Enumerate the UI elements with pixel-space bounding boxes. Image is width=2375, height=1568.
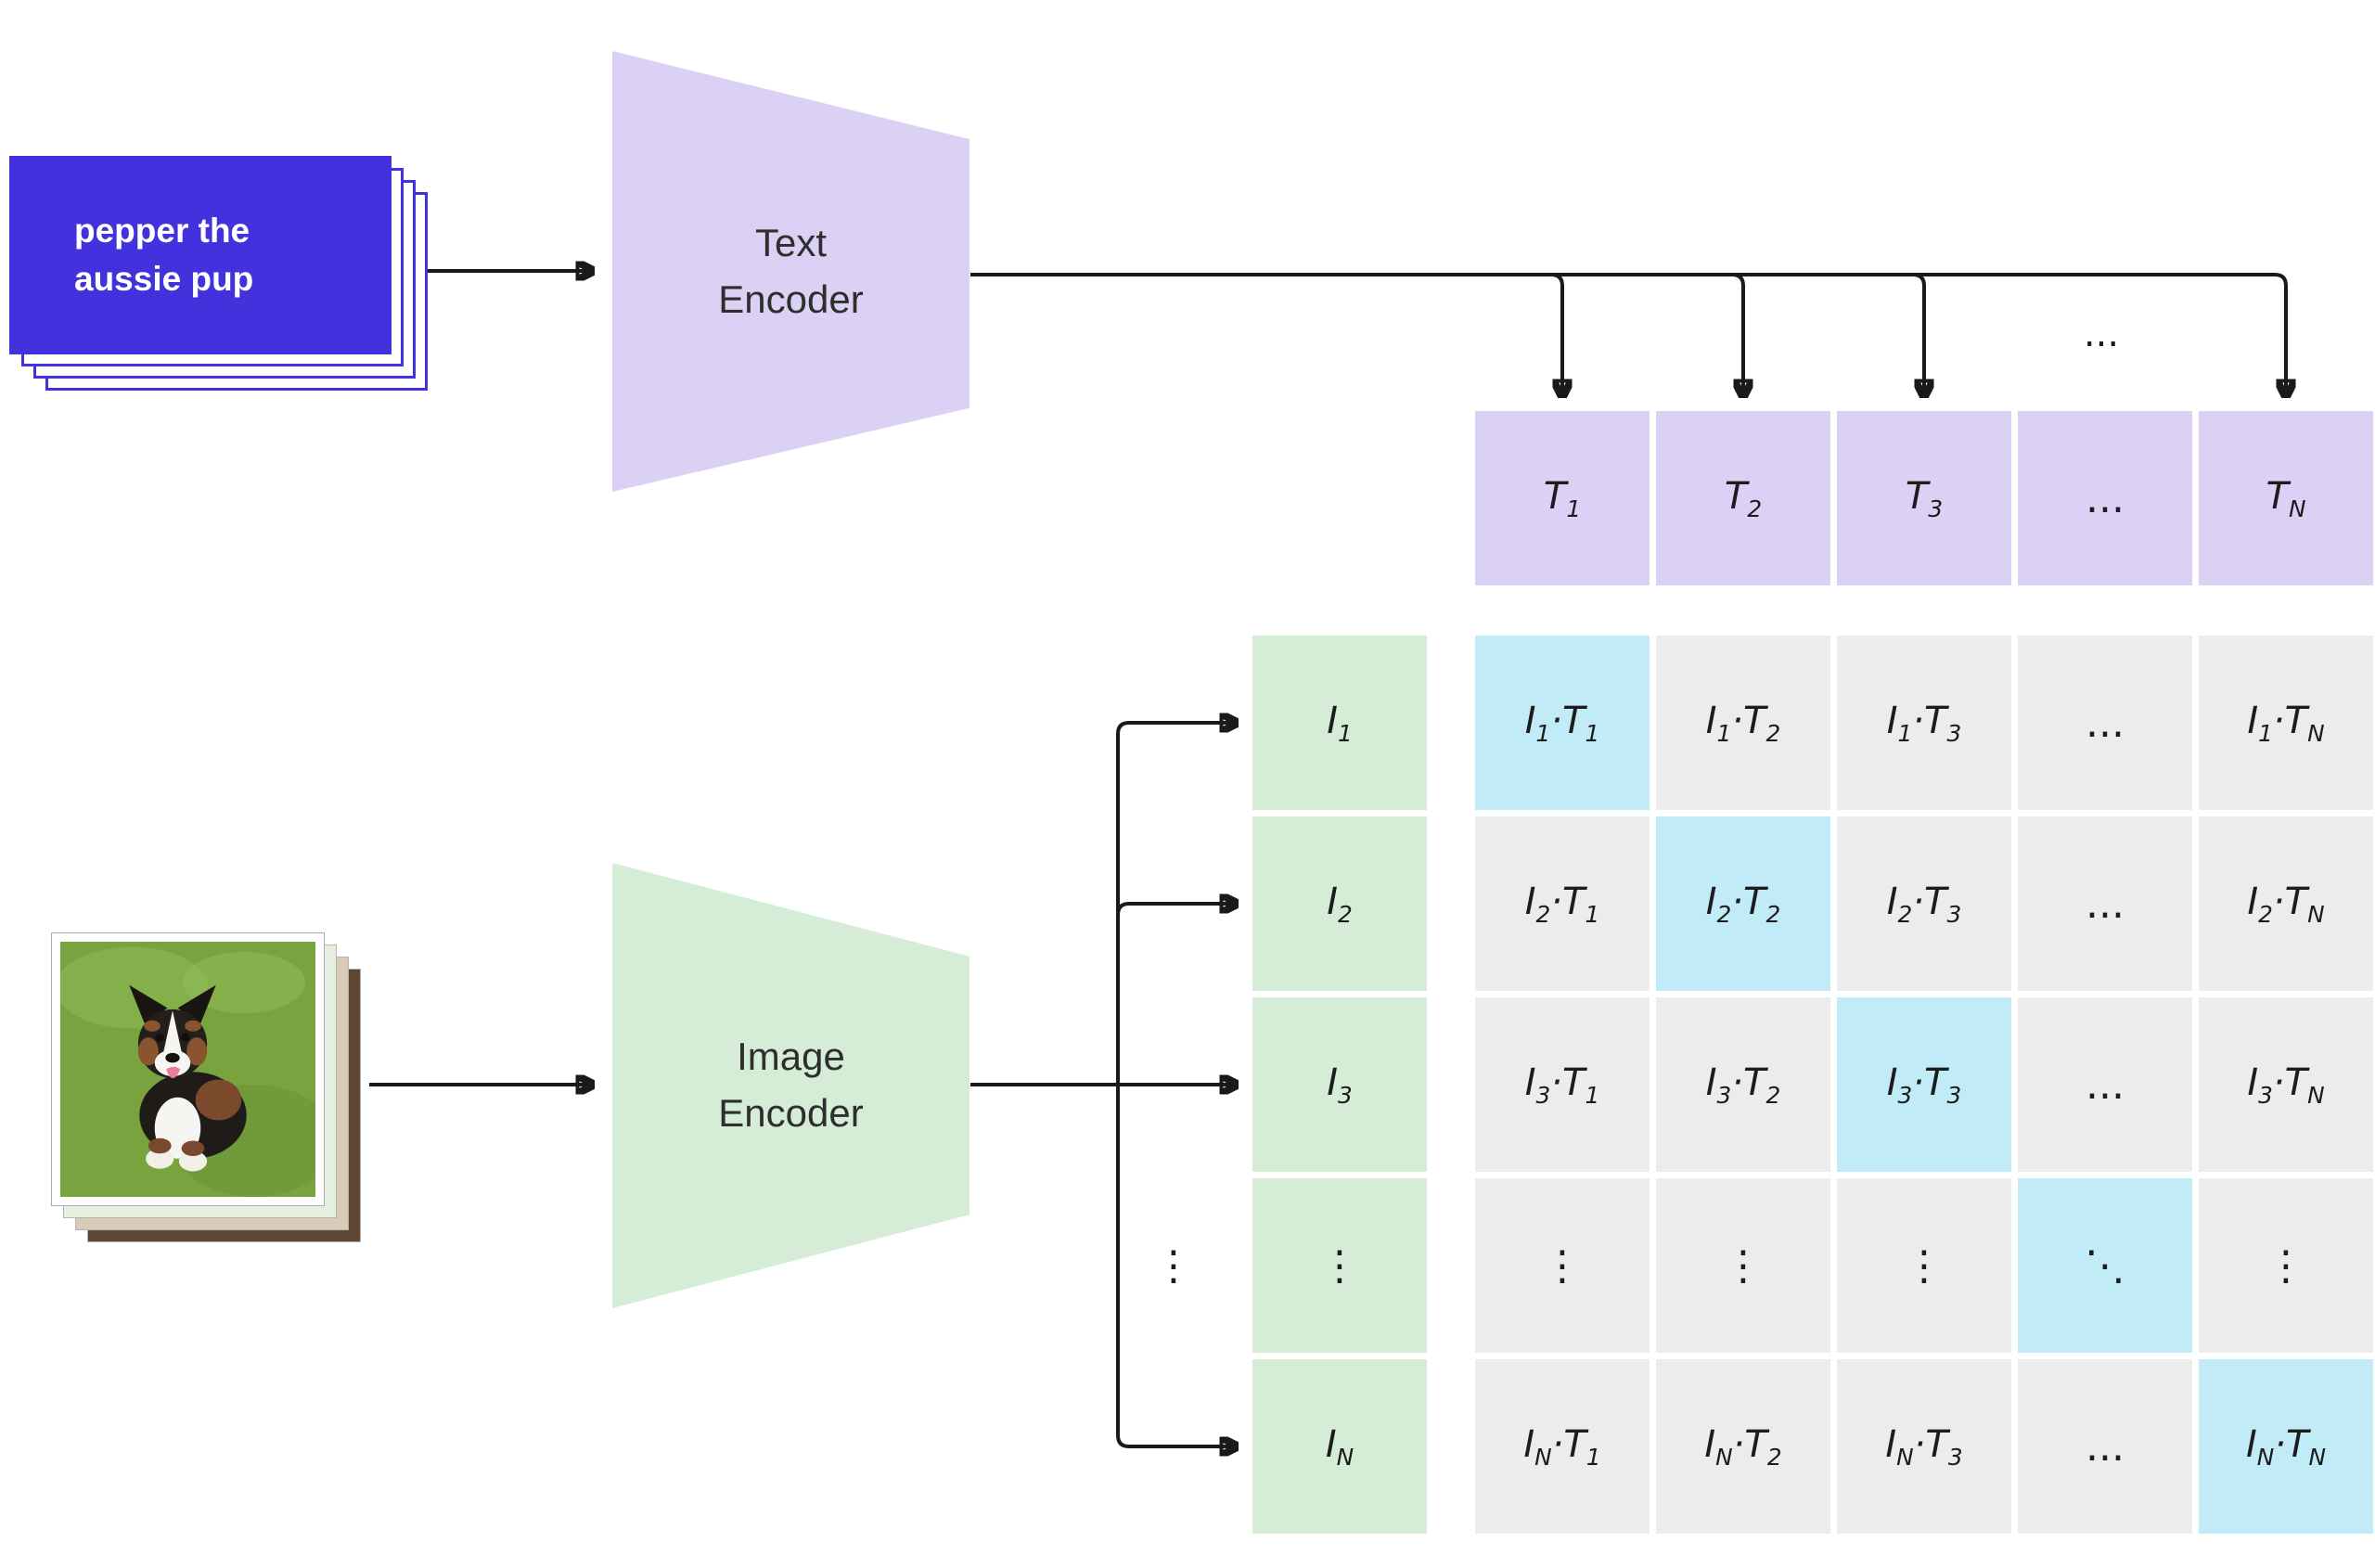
matrix-cell: I3·T3 — [1837, 997, 2011, 1172]
arrow-branch-i1 — [1116, 723, 1234, 1085]
text-embedding-cell: T2 — [1656, 411, 1830, 585]
matrix-cell: ... — [2018, 816, 2192, 991]
arrow-drop-t1 — [1550, 273, 1562, 393]
arrow-drop-t2 — [1731, 273, 1743, 393]
image-embedding-cell: IN — [1252, 1359, 1427, 1534]
cell-label: I3·T2 — [1705, 1060, 1781, 1109]
cell-label: TN — [2266, 474, 2306, 522]
encoder-label-line: Image — [737, 1035, 845, 1079]
cell-label: ⋮ — [1319, 1241, 1360, 1290]
cell-label: I1·T3 — [1886, 699, 1962, 747]
cell-label: I3 — [1327, 1060, 1353, 1109]
matrix-cell: IN·T2 — [1656, 1359, 1830, 1534]
cell-label: IN — [1325, 1422, 1354, 1471]
matrix-cell: IN·T1 — [1475, 1359, 1650, 1534]
cell-label: ⋮ — [1542, 1241, 1583, 1290]
image-embedding-cell: I2 — [1252, 816, 1427, 991]
cell-label: I3·T1 — [1524, 1060, 1600, 1109]
cell-label: IN·T1 — [1523, 1422, 1601, 1471]
matrix-cell: I1·T3 — [1837, 636, 2011, 810]
matrix-cell: I2·T1 — [1475, 816, 1650, 991]
text-encoder-label: Text Encoder — [718, 215, 863, 328]
image-embedding-cell: I3 — [1252, 997, 1427, 1172]
matrix-cell: I3·T1 — [1475, 997, 1650, 1172]
cell-label: I3·T3 — [1886, 1060, 1962, 1109]
image-embedding-cell: ⋮ — [1252, 1178, 1427, 1353]
text-encoder-shape: Text Encoder — [612, 51, 969, 492]
cell-label: T2 — [1724, 474, 1763, 522]
encoder-label-line: Encoder — [718, 276, 864, 321]
image-embedding-cell: I1 — [1252, 636, 1427, 810]
matrix-cell: ... — [2018, 636, 2192, 810]
matrix-cell: I2·T2 — [1656, 816, 1830, 991]
matrix-cell: I1·T2 — [1656, 636, 1830, 810]
matrix-cell: I1·T1 — [1475, 636, 1650, 810]
cell-label: I2·T3 — [1886, 880, 1962, 928]
matrix-cell: IN·TN — [2199, 1359, 2373, 1534]
cell-label: ... — [2086, 474, 2125, 522]
text-input-line: aussie pup — [74, 260, 254, 298]
cell-label: I2 — [1327, 880, 1353, 928]
matrix-cell: ⋱ — [2018, 1178, 2192, 1353]
matrix-cell: I2·TN — [2199, 816, 2373, 991]
cell-label: I3·TN — [2247, 1060, 2325, 1109]
puppy-photo-illustration — [60, 942, 315, 1197]
cell-label: ⋱ — [2085, 1241, 2125, 1290]
text-embedding-cell: TN — [2199, 411, 2373, 585]
cell-label: I1·T1 — [1524, 699, 1600, 747]
text-input-line: pepper the — [74, 211, 250, 250]
similarity-matrix: I1·T1 I1·T2 I1·T3... I1·TN I2·T1 I2·T2 I2·T3..… — [1475, 636, 2373, 1534]
text-input-card-stack: pepper the aussie pup — [9, 156, 428, 391]
cell-label: IN·T3 — [1885, 1422, 1963, 1471]
matrix-cell: I3·TN — [2199, 997, 2373, 1172]
text-input-card: pepper the aussie pup — [9, 156, 392, 354]
arrow-branch-i2 — [1116, 904, 1234, 916]
cell-label: ... — [2086, 1422, 2125, 1471]
cell-label: ⋮ — [1723, 1241, 1764, 1290]
cell-label: I1·T2 — [1705, 699, 1781, 747]
matrix-cell: I2·T3 — [1837, 816, 2011, 991]
matrix-cell: I3·T2 — [1656, 997, 1830, 1172]
cell-label: ... — [2086, 699, 2125, 747]
cell-label: ... — [2086, 880, 2125, 928]
matrix-cell: I1·TN — [2199, 636, 2373, 810]
cell-label: I2·T2 — [1705, 880, 1781, 928]
image-encoder-shape: Image Encoder — [612, 863, 969, 1308]
matrix-cell: ⋮ — [1475, 1178, 1650, 1353]
cell-label: I1·TN — [2247, 699, 2325, 747]
puppy-photo — [51, 932, 325, 1206]
ellipsis-top: ... — [2083, 313, 2120, 355]
text-embedding-cell: T3 — [1837, 411, 2011, 585]
text-embedding-cell: ... — [2018, 411, 2192, 585]
cell-label: IN·TN — [2245, 1422, 2327, 1471]
arrow-drop-t3 — [1912, 273, 1924, 393]
cell-label: ... — [2086, 1060, 2125, 1109]
encoder-label-line: Text — [754, 220, 828, 264]
matrix-cell: ... — [2018, 1359, 2192, 1534]
text-embeddings-row: T1 T2 T3... TN — [1475, 411, 2373, 585]
matrix-cell: IN·T3 — [1837, 1359, 2011, 1534]
matrix-cell: ... — [2018, 997, 2192, 1172]
matrix-cell: ⋮ — [2199, 1178, 2373, 1353]
text-embedding-cell: T1 — [1475, 411, 1650, 585]
encoder-label-line: Encoder — [718, 1091, 864, 1135]
vdots-left: ⋮ — [1153, 1242, 1194, 1290]
image-input-photo-stack — [51, 932, 361, 1242]
cell-label: ⋮ — [2266, 1241, 2306, 1290]
image-encoder-label: Image Encoder — [718, 1029, 863, 1142]
cell-label: I2·T1 — [1524, 880, 1600, 928]
cell-label: T3 — [1905, 474, 1944, 522]
matrix-cell: ⋮ — [1837, 1178, 2011, 1353]
cell-label: I2·TN — [2247, 880, 2325, 928]
cell-label: IN·T2 — [1704, 1422, 1782, 1471]
cell-label: ⋮ — [1904, 1241, 1945, 1290]
cell-label: T1 — [1543, 474, 1582, 522]
matrix-cell: ⋮ — [1656, 1178, 1830, 1353]
cell-label: I1 — [1327, 699, 1353, 747]
